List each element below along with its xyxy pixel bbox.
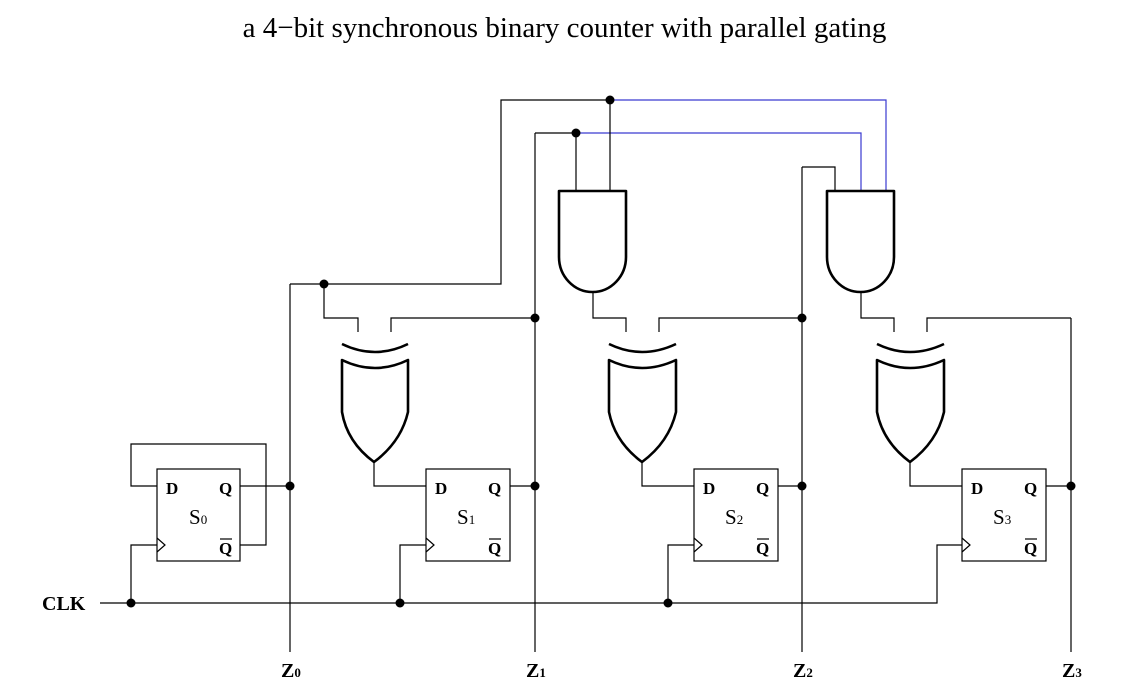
ff-name: S: [457, 505, 469, 529]
ff-q-label: Q: [1024, 479, 1037, 498]
output-z3-label: Z3: [1062, 660, 1082, 682]
ff-d-label: D: [703, 479, 715, 498]
stage-1-wiring: [373, 132, 576, 652]
parallel-gating-bus: [576, 99, 887, 191]
stage-3-wiring: [860, 292, 1076, 652]
ff-q-label: Q: [488, 479, 501, 498]
output-z1-label: Z1: [526, 660, 546, 682]
xor-gate-2: [607, 342, 678, 464]
flip-flop-s3: D Q Q S3: [961, 468, 1047, 562]
and-1-inputs: [571, 95, 615, 191]
ff-index: 3: [1005, 512, 1012, 527]
flip-flop-s2: D Q Q S2: [693, 468, 779, 562]
ff-d-label: D: [435, 479, 447, 498]
output-z2-label: Z2: [793, 660, 813, 682]
svg-text:S3: S3: [993, 505, 1011, 529]
stage-0-wiring: [130, 99, 610, 652]
clock-net: CLK: [42, 544, 962, 615]
svg-text:S1: S1: [457, 505, 475, 529]
xor-gate-3: [875, 342, 946, 464]
ff-qbar-label: Q: [1024, 539, 1037, 558]
diagram-title: a 4−bit synchronous binary counter with …: [242, 12, 887, 44]
ff-index: 2: [737, 512, 744, 527]
output-z0-label: Z0: [281, 660, 301, 682]
ff-qbar-label: Q: [756, 539, 769, 558]
svg-text:S0: S0: [189, 505, 207, 529]
ff-q-label: Q: [219, 479, 232, 498]
flip-flop-s0: D Q Q S0: [156, 468, 241, 562]
ff-name: S: [725, 505, 737, 529]
ff-qbar-label: Q: [219, 539, 232, 558]
ff-name: S: [189, 505, 201, 529]
ff-index: 0: [201, 512, 208, 527]
ff-index: 1: [469, 512, 476, 527]
clk-label: CLK: [42, 593, 86, 615]
ff-qbar-label: Q: [488, 539, 501, 558]
and-gate-2: [825, 189, 896, 294]
and-gate-1: [557, 189, 628, 294]
ff-d-label: D: [971, 479, 983, 498]
ff-name: S: [993, 505, 1005, 529]
ff-q-label: Q: [756, 479, 769, 498]
ff-d-label: D: [166, 479, 178, 498]
svg-text:S2: S2: [725, 505, 743, 529]
xor-gate-1: [340, 342, 410, 464]
flip-flop-s1: D Q Q S1: [425, 468, 511, 562]
stage-2-wiring: [592, 166, 836, 652]
